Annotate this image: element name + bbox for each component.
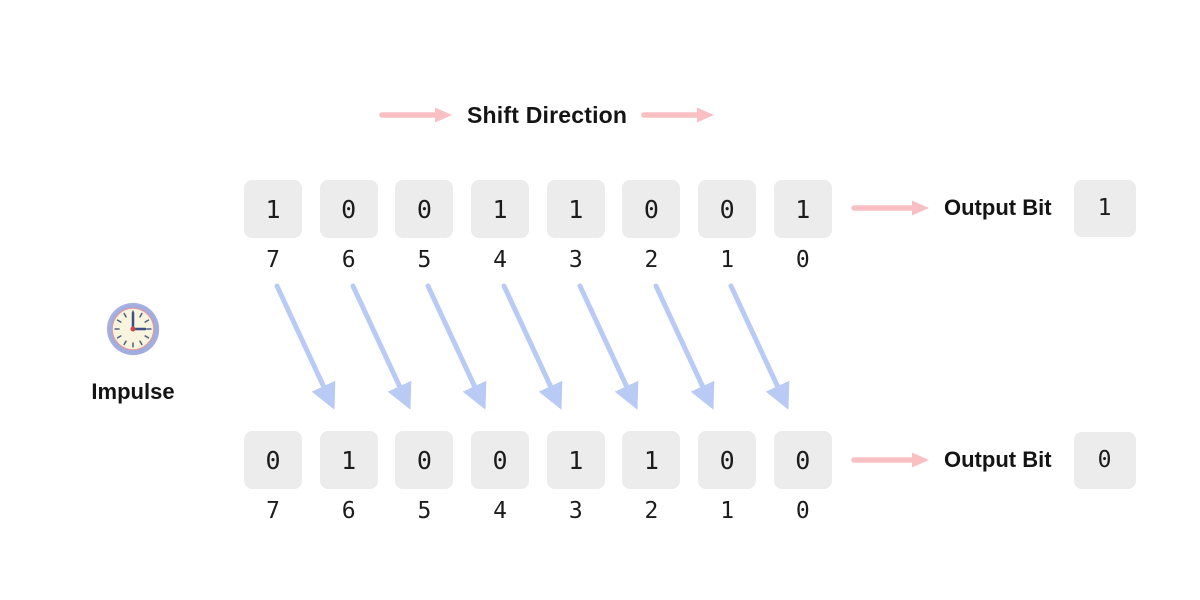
bit-index-label: 7 [266,498,280,524]
bit-box: 1 [546,431,605,489]
impulse-label: Impulse [91,379,175,404]
bit-box: 0 [395,431,454,489]
bit-cell: 0 5 [395,431,454,524]
output-bit-label: Output Bit [944,447,1052,472]
output-bit-value: 0 [1073,431,1136,489]
bit-box: 0 [319,180,378,238]
bit-cell: 0 2 [622,180,681,273]
bit-cell: 0 5 [395,180,454,273]
bit-cell: 0 7 [244,431,302,523]
output-bit-value: 1 [1073,179,1136,237]
bit-box: 1 [244,180,302,238]
bit-index-label: 4 [493,498,507,524]
register-after-shift: 0 7 1 6 0 5 0 4 1 3 1 2 0 1 0 0 [244,431,832,523]
bit-box: 1 [773,180,832,238]
register-before-shift: 1 7 0 6 0 5 1 4 1 3 0 2 0 1 1 0 [244,180,832,272]
bit-cell: 1 2 [622,431,681,524]
output-row-after-shift: Output Bit 0 [850,431,1136,489]
bit-index-label: 2 [644,247,659,273]
output-bit-label: Output Bit [944,195,1052,220]
bit-cell: 0 6 [319,180,378,273]
bit-box: 0 [698,180,757,238]
shift-direction-label: Shift Direction [467,101,628,128]
impulse-group: Impulse [81,300,185,405]
bit-index-label: 0 [795,247,810,273]
bit-index-label: 5 [417,498,432,524]
bit-index-label: 3 [568,247,583,273]
bit-index-label: 3 [568,498,583,524]
bit-cell: 0 1 [698,180,757,273]
bit-box: 0 [622,180,681,238]
bit-index-label: 1 [720,247,735,273]
bit-index-label: 5 [417,247,432,273]
bit-index-label: 6 [341,247,356,273]
output-row-before-shift: Output Bit 1 [850,179,1136,237]
shift-arrows-icon [274,283,790,410]
bit-cell: 1 0 [773,180,832,273]
bit-cell: 1 7 [244,180,302,272]
right-arrow-icon [641,107,715,123]
bit-cell: 0 4 [471,431,530,524]
bit-index-label: 6 [341,498,356,524]
shift-direction-header: Shift Direction [378,99,716,131]
bit-cell: 1 4 [471,180,530,273]
bit-cell: 1 3 [546,431,605,524]
bit-box: 0 [773,431,832,489]
bit-box: 0 [471,431,530,489]
right-arrow-icon [379,107,452,123]
bit-cell: 0 1 [698,431,757,524]
bit-cell: 1 3 [546,180,605,273]
bit-box: 1 [622,431,681,489]
bit-index-label: 7 [266,247,280,273]
bit-index-label: 0 [795,498,810,524]
bit-box: 0 [698,431,757,489]
bit-box: 1 [319,431,378,489]
bit-box: 1 [546,180,605,238]
bit-cell: 0 0 [773,431,832,524]
bit-box: 0 [244,431,302,489]
bit-cell: 1 6 [319,431,378,524]
bit-index-label: 1 [720,498,735,524]
bit-box: 0 [395,180,454,238]
clock-icon [106,302,160,356]
right-arrow-icon [851,452,929,468]
bit-index-label: 4 [493,247,507,273]
bit-index-label: 2 [644,498,659,524]
right-arrow-icon [851,200,929,216]
bit-box: 1 [471,180,530,238]
